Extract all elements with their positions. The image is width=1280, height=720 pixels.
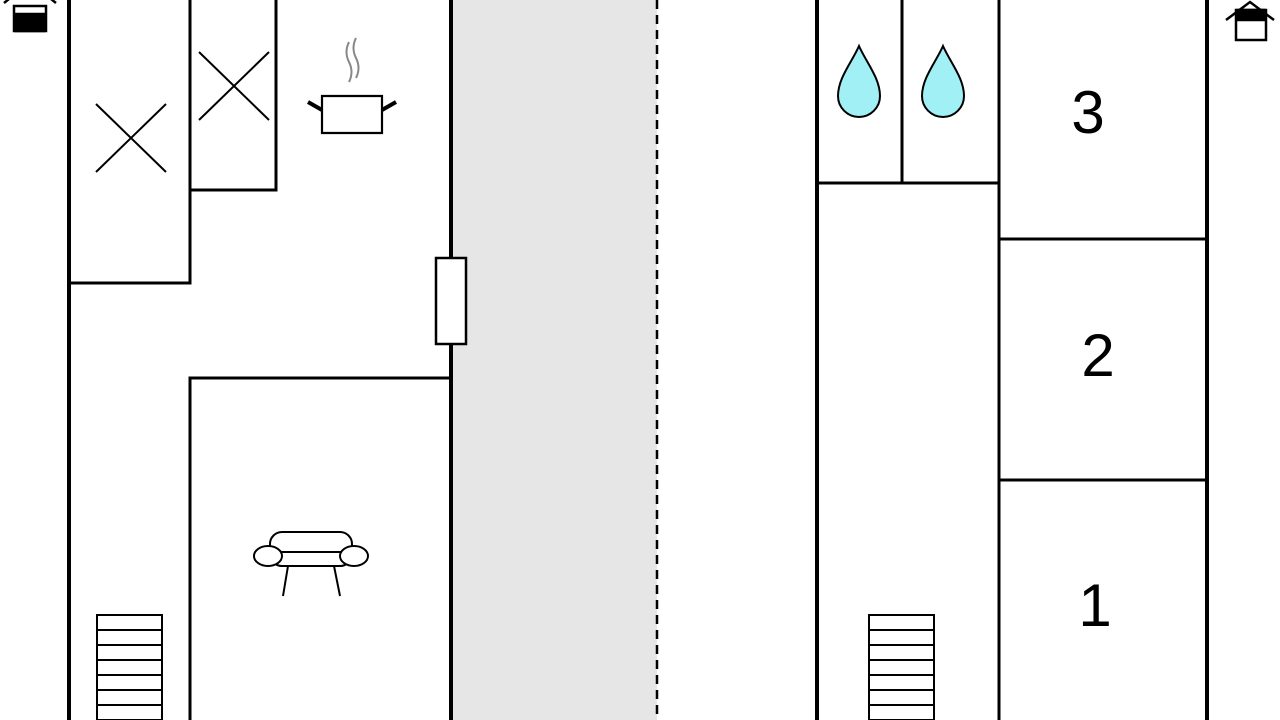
corridor-strip [452, 0, 657, 720]
stairs-icon [96, 614, 163, 720]
sofa-icon [253, 531, 369, 597]
door-frame [434, 256, 468, 346]
house-marker-icon [1225, 0, 1275, 42]
cross-box-icon [198, 51, 270, 121]
cooking-pot-icon [307, 37, 397, 135]
room-number-3: 3 [1071, 79, 1104, 146]
room-number-2: 2 [1081, 322, 1114, 389]
left-unit [67, 0, 453, 720]
stairs-icon [868, 614, 935, 720]
house-marker-icon [3, 0, 57, 33]
right-unit [815, 0, 1209, 720]
room-number-1: 1 [1078, 572, 1111, 639]
water-drop-icon [920, 43, 966, 118]
water-drop-icon [836, 43, 882, 118]
cross-box-icon [95, 103, 167, 173]
